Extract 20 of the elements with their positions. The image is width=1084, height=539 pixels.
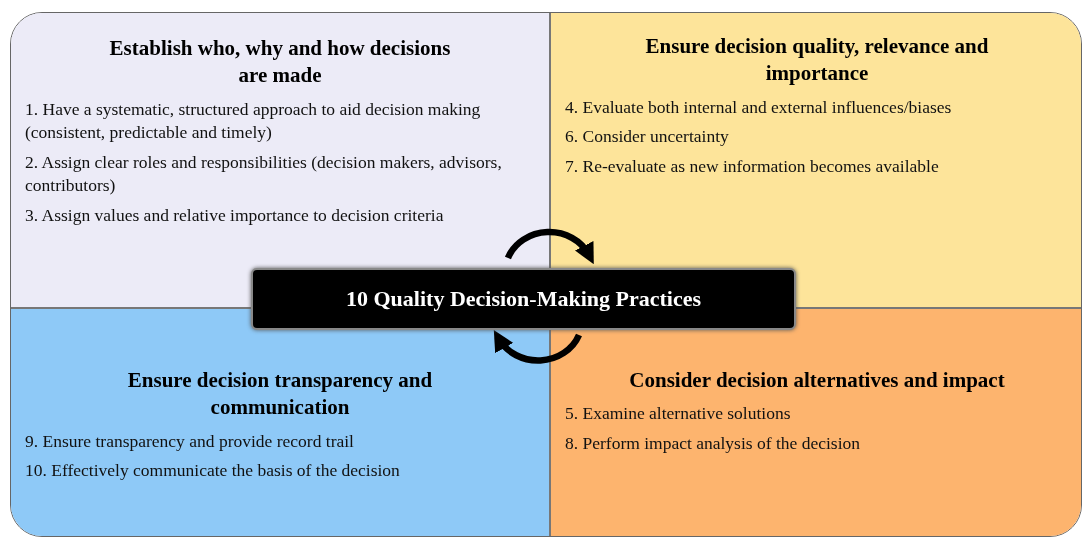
practice-item: 7. Re-evaluate as new information becomes available: [565, 154, 940, 178]
panel-heading: Ensure decision transparency and communication: [126, 367, 434, 422]
practice-item: 4. Evaluate both internal and external influences/biases: [565, 95, 953, 119]
practice-item: 10. Effectively communicate the basis of the decision: [25, 459, 401, 483]
cycle-arrow: [493, 330, 582, 364]
panel-heading: Ensure decision quality, relevance and importance: [644, 33, 990, 88]
practice-item: 6. Consider uncertainty: [565, 125, 730, 149]
practice-item: 5. Examine alternative solutions: [565, 402, 792, 426]
practice-item: 1. Have a systematic, structured approach to aid decision making (consistent, predictable and timely): [25, 97, 482, 145]
panel-heading: Consider decision alternatives and impact: [628, 367, 1006, 394]
title-banner: [251, 268, 796, 330]
practice-item: 3. Assign values and relative importance to decision criteria: [25, 204, 445, 228]
practice-item: 8. Perform impact analysis of the decision: [565, 431, 861, 455]
panel-heading: Establish who, why and how decisions are made: [108, 35, 452, 90]
quadrant-panel: [11, 309, 551, 536]
quadrant-panel: [551, 309, 1081, 536]
practice-item: 9. Ensure transparency and provide record trail: [25, 429, 355, 453]
cycle-arrow: [505, 228, 595, 264]
banner-title: 10 Quality Decision-Making Practices: [346, 286, 701, 312]
practice-item: 2. Assign clear roles and responsibilities (decision makers, advisors, contributors): [25, 150, 503, 198]
